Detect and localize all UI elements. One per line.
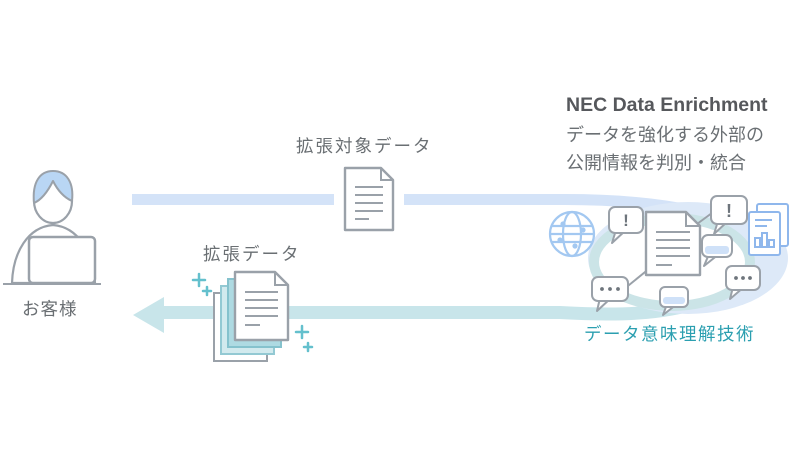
sparkle-icons: [191, 272, 314, 353]
input-document-icon: [334, 166, 404, 232]
center-document-icon: [644, 210, 702, 277]
ellipsis-dots: [600, 287, 620, 291]
technology-label: データ意味理解技術: [584, 324, 755, 344]
nec-description-line1: データを強化する外部の: [566, 125, 764, 145]
input-data-label: 拡張対象データ: [296, 136, 433, 156]
output-data-label: 拡張データ: [203, 244, 301, 264]
customer-label: お客様: [22, 299, 78, 319]
ellipsis-bubble-bottom-right-icon: [725, 265, 761, 300]
chat-bubble-right-icon: [701, 234, 733, 267]
alert-glyph: !: [726, 201, 732, 221]
nec-description: データを強化する外部の 公開情報を判別・統合: [566, 121, 764, 177]
output-documents-icon: [213, 270, 290, 362]
ellipsis-bubble-bottom-left-icon: [591, 276, 629, 312]
customer-icon: [3, 170, 101, 285]
alert-glyph: !: [623, 211, 629, 230]
chat-bubble-bottom-icon: [659, 286, 689, 316]
globe-icon: [548, 210, 596, 258]
report-document-icon: [748, 203, 789, 256]
arrowhead-icon: [133, 297, 164, 333]
ellipsis-dots: [734, 276, 752, 280]
alert-bubble-top-left-icon: !: [608, 206, 644, 244]
alert-bubble-top-right-icon: !: [710, 195, 748, 235]
laptop-icon: [27, 235, 97, 285]
nec-description-line2: 公開情報を判別・統合: [566, 153, 746, 173]
nec-title: NEC Data Enrichment: [566, 94, 768, 116]
